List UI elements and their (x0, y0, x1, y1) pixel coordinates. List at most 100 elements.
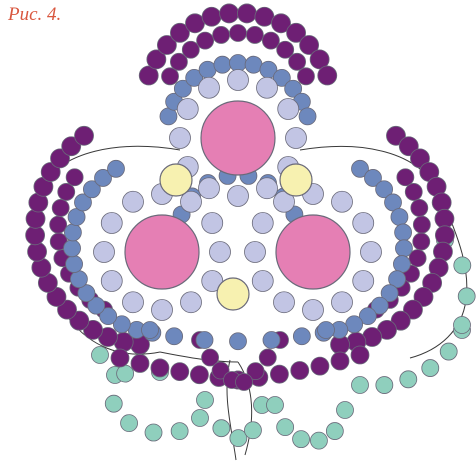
blue-bead (142, 322, 159, 339)
purple-bead (202, 7, 221, 26)
purple-bead (405, 183, 422, 200)
purple-bead (255, 7, 274, 26)
teal-bead (454, 317, 471, 334)
lavender-bead (245, 242, 266, 263)
purple-bead (162, 68, 179, 85)
blue-bead (214, 56, 231, 73)
cream-bead (160, 164, 192, 196)
purple-bead (397, 169, 414, 186)
purple-bead (230, 25, 247, 42)
purple-bead (270, 365, 288, 383)
purple-bead (262, 32, 279, 49)
purple-bead (435, 226, 454, 245)
teal-bead (458, 288, 475, 305)
blue-bead (230, 333, 247, 350)
teal-bead (422, 360, 439, 377)
cream-bead (280, 164, 312, 196)
teal-bead (277, 419, 294, 436)
teal-bead (440, 343, 457, 360)
pink-bead (201, 101, 275, 175)
purple-bead (411, 199, 428, 216)
purple-bead (318, 66, 337, 85)
purple-bead (311, 357, 329, 375)
blue-bead (318, 322, 335, 339)
teal-bead (400, 371, 417, 388)
teal-bead (121, 415, 138, 432)
teal-bead (454, 257, 471, 274)
lavender-bead (252, 213, 273, 234)
lavender-bead (257, 77, 278, 98)
teal-bead (92, 347, 109, 364)
teal-bead (267, 397, 284, 414)
teal-bead (197, 392, 214, 409)
blue-bead (64, 240, 81, 257)
purple-bead (75, 126, 94, 145)
purple-bead (413, 233, 430, 250)
blue-bead (263, 332, 280, 349)
lavender-bead (332, 191, 353, 212)
lavender-bead (101, 213, 122, 234)
teal-bead (352, 377, 369, 394)
purple-bead (111, 349, 129, 367)
pink-bead (276, 215, 350, 289)
blue-bead (70, 271, 87, 288)
purple-bead (185, 14, 204, 33)
purple-bead (413, 216, 430, 233)
lavender-bead (210, 242, 231, 263)
purple-bead (131, 354, 149, 372)
purple-bead (237, 4, 256, 23)
lavender-bead (123, 191, 144, 212)
teal-bead (171, 423, 188, 440)
teal-bead (376, 377, 393, 394)
lavender-bead (199, 77, 220, 98)
blue-bead (199, 61, 216, 78)
purple-bead (50, 216, 67, 233)
blue-bead (108, 160, 125, 177)
purple-bead (58, 183, 75, 200)
blue-bead (196, 332, 213, 349)
purple-bead (297, 68, 314, 85)
purple-bead (151, 359, 169, 377)
blue-bead (66, 256, 83, 273)
cream-bead (217, 278, 249, 310)
blue-bead (64, 224, 81, 241)
purple-bead (291, 362, 309, 380)
blue-bead (395, 240, 412, 257)
purple-bead (28, 242, 47, 261)
blue-bead (299, 108, 316, 125)
lavender-bead (123, 292, 144, 313)
blue-bead (230, 55, 247, 72)
blue-bead (393, 256, 410, 273)
purple-bead (351, 346, 369, 364)
figure-label: Рис. 4. (8, 4, 61, 26)
purple-bead (26, 209, 45, 228)
purple-bead (190, 366, 208, 384)
lavender-bead (152, 300, 173, 321)
teal-bead (244, 422, 261, 439)
thread-line (160, 352, 238, 362)
teal-bead (192, 410, 209, 427)
blue-bead (245, 56, 262, 73)
lavender-bead (257, 178, 278, 199)
pink-bead (125, 215, 199, 289)
lavender-bead (303, 300, 324, 321)
lavender-bead (199, 178, 220, 199)
lavender-bead (252, 271, 273, 292)
purple-bead (220, 4, 239, 23)
teal-bead (293, 431, 310, 448)
lavender-bead (332, 292, 353, 313)
purple-bead (52, 199, 69, 216)
teal-bead (117, 365, 134, 382)
blue-bead (346, 316, 363, 333)
teal-bead (105, 395, 122, 412)
lavender-bead (353, 213, 374, 234)
purple-bead (236, 374, 253, 391)
lavender-bead (274, 292, 295, 313)
purple-bead (66, 169, 83, 186)
lavender-bead (170, 128, 191, 149)
lavender-bead (278, 99, 299, 120)
lavender-bead (94, 242, 115, 263)
lavender-bead (177, 99, 198, 120)
